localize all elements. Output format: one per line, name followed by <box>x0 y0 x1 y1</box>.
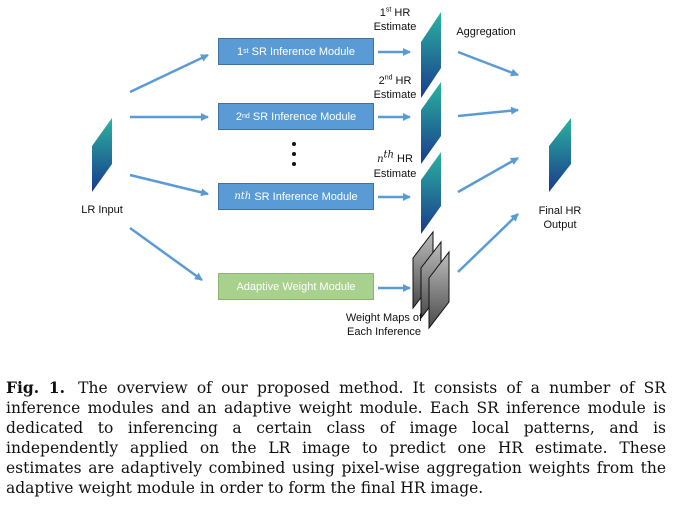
module-2-label: SR Inference Module <box>252 110 357 123</box>
weight-maps-line-1: Weight Maps of <box>345 312 423 324</box>
arrow-lr-to-module-n <box>129 173 209 197</box>
estimate-1-prefix: 1 <box>379 7 386 19</box>
estimate-2-label: 2nd HR Estimate <box>360 74 430 102</box>
module-1-label: SR Inference Module <box>251 45 355 58</box>
adaptive-module-label: Adaptive Weight Module <box>236 280 356 293</box>
estimate-1-label: 1st HR Estimate <box>360 6 430 34</box>
module-n-label: SR Inference Module <box>254 190 358 203</box>
arrow-lr-to-module-1 <box>129 53 209 94</box>
aggregation-label: Aggregation <box>456 26 516 38</box>
estimate-1-line-2: Estimate <box>373 21 417 33</box>
hr-estimate-n <box>421 152 441 234</box>
hr-estimate-2 <box>421 82 441 164</box>
hr-estimate-1 <box>421 12 441 98</box>
estimate-2-word: HR <box>395 75 412 87</box>
final-output-line-2: Output <box>543 219 577 231</box>
arrow-estimate-1-to-output <box>457 50 519 77</box>
estimate-1-suffix: st <box>385 6 392 14</box>
arrow-lr-to-adaptive <box>129 226 203 282</box>
ellipsis-dot <box>292 142 296 146</box>
estimate-n-suffix: th <box>383 149 394 161</box>
figure-caption: Fig. 1. The overview of our proposed met… <box>6 378 666 498</box>
estimate-2-line-2: Estimate <box>373 89 417 101</box>
ellipsis-dot <box>292 162 296 166</box>
lr-input-label: LR Input <box>81 204 123 216</box>
module-n-prefix: n <box>234 191 241 202</box>
diagram-canvas <box>92 12 571 330</box>
caption-text: The overview of our proposed method. It … <box>6 379 666 497</box>
estimate-n-prefix: n <box>377 154 384 165</box>
ellipsis-dot <box>292 152 296 156</box>
caption-label: Fig. 1. <box>6 378 65 397</box>
arrow-estimate-2-to-output <box>457 106 519 118</box>
estimate-n-label: nth HR Estimate <box>360 149 430 181</box>
weight-maps-line-2: Each Inference <box>347 326 421 338</box>
arrow-estimate-n-to-output <box>457 156 519 194</box>
lr-input-image <box>92 118 112 192</box>
estimate-n-word: HR <box>397 153 413 165</box>
weight-map <box>428 250 450 330</box>
arrow-weights-to-output <box>457 213 519 273</box>
final-hr-output-image <box>549 118 571 192</box>
final-output-label: Final HR Output <box>528 204 592 232</box>
module-1-prefix: 1 <box>237 45 244 58</box>
estimate-2-prefix: 2 <box>378 75 385 87</box>
weight-maps-label: Weight Maps of Each Inference <box>336 311 432 339</box>
estimate-2-suffix: nd <box>384 74 393 82</box>
module-2-prefix: 2 <box>235 110 242 123</box>
estimate-n-line-2: Estimate <box>373 168 417 180</box>
estimate-1-word: HR <box>394 7 411 19</box>
final-output-line-1: Final HR <box>538 205 582 217</box>
adaptive-weight-module: Adaptive Weight Module <box>218 273 374 300</box>
